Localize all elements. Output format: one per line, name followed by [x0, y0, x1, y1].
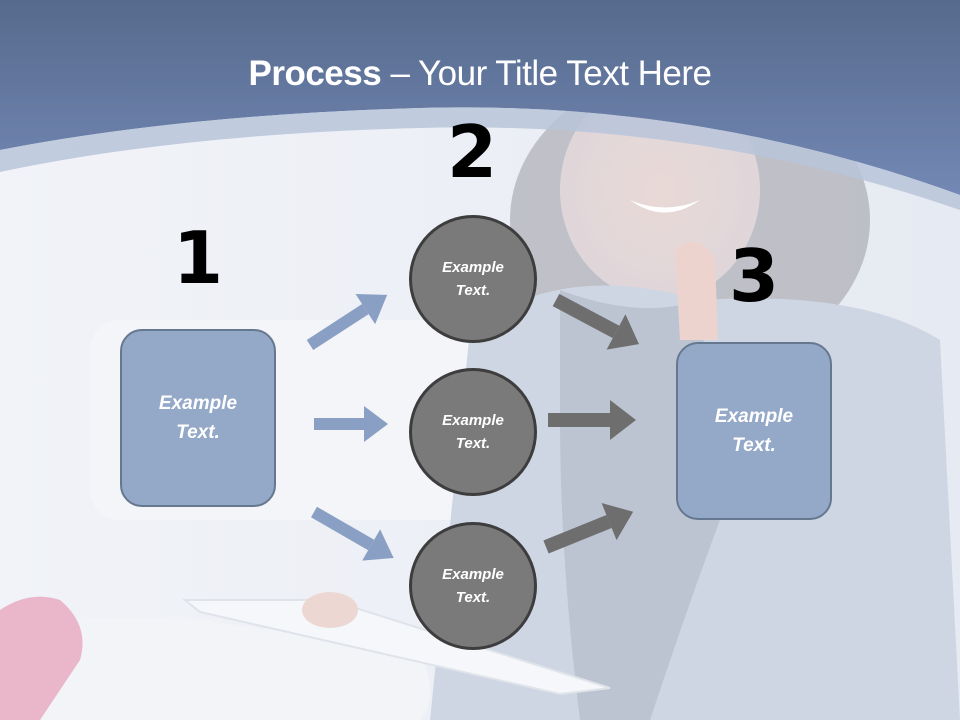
circle-label-line2: Text.	[455, 282, 491, 299]
circle-label-line1: Example	[442, 412, 504, 429]
box-label-line2: Text.	[176, 422, 220, 443]
step-number-3: 3	[728, 234, 780, 318]
arrow-icon	[543, 502, 634, 554]
arrow-icon	[548, 400, 636, 440]
arrow-icon	[314, 406, 388, 442]
step-2-circle-top[interactable]: Example Text.	[409, 215, 537, 343]
arrow-icon	[311, 506, 394, 561]
step-3-box[interactable]: Example Text.	[676, 342, 832, 520]
circle-label-line1: Example	[442, 259, 504, 276]
step-2-circle-bottom[interactable]: Example Text.	[409, 522, 537, 650]
circle-label-line2: Text.	[455, 589, 491, 606]
title-rest: – Your Title Text Here	[381, 54, 712, 93]
box-label-line1: Example	[714, 406, 794, 427]
step-number-1: 1	[172, 216, 224, 300]
box-label-line1: Example	[158, 393, 238, 414]
circle-label-line2: Text.	[455, 435, 491, 452]
box-label-line2: Text.	[732, 435, 776, 456]
step-2-circle-middle[interactable]: Example Text.	[409, 368, 537, 496]
header-band: Process – Your Title Text Here	[0, 0, 960, 240]
step-1-box[interactable]: Example Text.	[120, 329, 276, 507]
slide-title: Process – Your Title Text Here	[0, 52, 960, 96]
arrow-icon	[306, 293, 388, 351]
title-bold: Process	[248, 54, 382, 93]
step-number-2: 2	[446, 110, 498, 194]
circle-label-line1: Example	[442, 566, 504, 583]
arrow-icon	[552, 293, 639, 350]
